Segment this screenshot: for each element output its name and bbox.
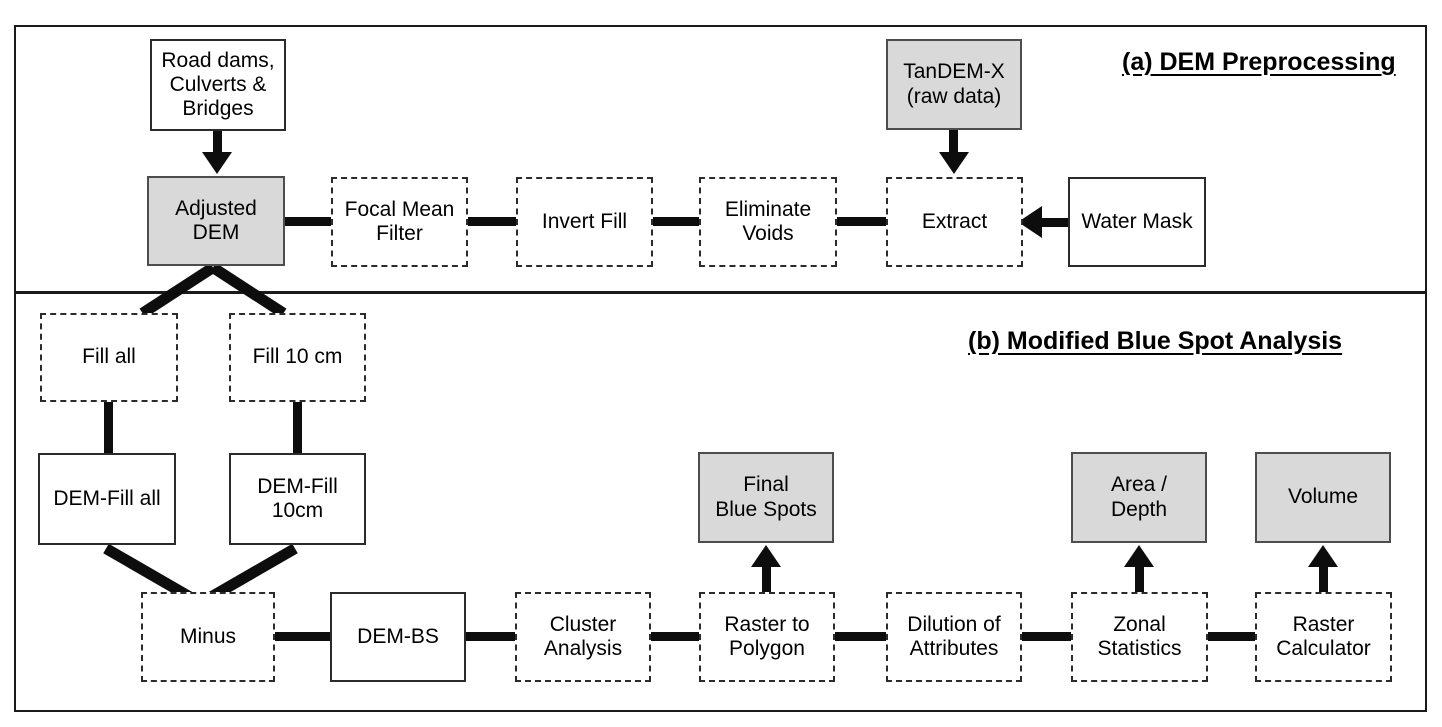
connector-cluster-to-rasterpolygon — [649, 632, 701, 641]
node-volume[interactable]: Volume — [1255, 452, 1391, 543]
arrowhead-roaddams-to-adjusteddem — [202, 152, 232, 174]
node-label: Road dams, Culverts & Bridges — [161, 48, 275, 121]
node-dem-bs[interactable]: DEM-BS — [330, 592, 466, 682]
panel-b-caption: (b) Modified Blue Spot Analysis — [968, 327, 1343, 355]
node-raster-calculator[interactable]: Raster Calculator — [1255, 592, 1392, 682]
node-dem-fill-all[interactable]: DEM-Fill all — [38, 453, 176, 545]
node-label: Area / Depth — [1110, 473, 1168, 521]
connector-minus-to-dembs — [273, 632, 332, 641]
node-label: Focal Mean Filter — [344, 197, 455, 245]
connector-rasterpolygon-to-dilution — [833, 632, 888, 641]
node-water-mask[interactable]: Water Mask — [1068, 177, 1206, 267]
node-cluster-analysis[interactable]: Cluster Analysis — [515, 592, 651, 682]
connector-roaddams-to-adjusteddem — [213, 131, 222, 157]
node-label: DEM-BS — [357, 624, 439, 648]
node-label: Dilution of Attributes — [907, 612, 1001, 660]
connector-invertfill-to-eliminatevoids — [651, 217, 701, 226]
connector-rastercalc-to-volume — [1319, 565, 1328, 595]
panel-a-caption: (a) DEM Preprocessing — [1122, 48, 1396, 76]
node-label: Fill all — [82, 345, 136, 369]
node-label: Fill 10 cm — [252, 345, 343, 369]
node-zonal-statistics[interactable]: Zonal Statistics — [1071, 592, 1208, 682]
node-extract[interactable]: Extract — [886, 177, 1023, 267]
connector-fillall-to-demfillall — [104, 400, 113, 456]
node-label: Volume — [1287, 485, 1359, 509]
node-road-dams[interactable]: Road dams, Culverts & Bridges — [150, 39, 286, 131]
connector-zonal-to-areadepth — [1135, 565, 1144, 595]
connector-dembs-to-cluster — [464, 632, 517, 641]
connector-eliminatevoids-to-extract — [836, 217, 888, 226]
node-label: Final Blue Spots — [715, 473, 817, 521]
connector-rasterpolygon-to-finalbluespots — [762, 565, 771, 595]
arrowhead-rasterpolygon-to-finalbluespots — [751, 545, 781, 567]
arrowhead-tandemx-to-extract — [939, 152, 969, 174]
node-label: DEM-Fill all — [53, 486, 161, 510]
node-label: Water Mask — [1081, 209, 1193, 233]
node-area-depth[interactable]: Area / Depth — [1071, 452, 1207, 543]
node-raster-to-polygon[interactable]: Raster to Polygon — [699, 592, 835, 682]
node-adjusted-dem[interactable]: Adjusted DEM — [147, 176, 285, 266]
node-minus[interactable]: Minus — [141, 592, 275, 682]
node-label: Eliminate Voids — [724, 197, 812, 245]
node-label: Cluster Analysis — [543, 612, 623, 660]
node-label: DEM-Fill 10cm — [257, 474, 338, 522]
connector-dilution-to-zonal — [1020, 632, 1073, 641]
node-dem-fill-10cm[interactable]: DEM-Fill 10cm — [229, 453, 366, 545]
node-label: TanDEM-X (raw data) — [903, 60, 1005, 108]
connector-focalmean-to-invertfill — [466, 217, 518, 226]
node-label: Minus — [179, 624, 237, 648]
node-final-blue-spots[interactable]: Final Blue Spots — [698, 452, 834, 543]
arrowhead-rastercalc-to-volume — [1308, 545, 1338, 567]
node-fill-all[interactable]: Fill all — [40, 313, 178, 402]
node-tandem-x[interactable]: TanDEM-X (raw data) — [886, 39, 1022, 130]
node-focal-mean-filter[interactable]: Focal Mean Filter — [331, 177, 468, 267]
node-label: Invert Fill — [541, 209, 628, 233]
node-label: Adjusted DEM — [175, 196, 257, 244]
connector-adjusteddem-to-focalmean — [284, 217, 333, 226]
node-dilution-of-attributes[interactable]: Dilution of Attributes — [886, 592, 1022, 682]
node-label: Raster Calculator — [1276, 612, 1371, 660]
node-label: Raster to Polygon — [724, 612, 810, 660]
node-invert-fill[interactable]: Invert Fill — [516, 177, 653, 267]
connector-zonal-to-rastercalc — [1206, 632, 1257, 641]
connector-fill10cm-to-demfill10cm — [293, 400, 302, 456]
node-fill-10-cm[interactable]: Fill 10 cm — [229, 313, 366, 402]
node-label: Extract — [921, 209, 988, 233]
connector-tandemx-to-extract — [949, 130, 958, 156]
node-label: Zonal Statistics — [1097, 612, 1182, 660]
connector-watermask-to-extract — [1040, 218, 1070, 227]
arrowhead-zonal-to-areadepth — [1124, 545, 1154, 567]
node-eliminate-voids[interactable]: Eliminate Voids — [699, 177, 837, 267]
